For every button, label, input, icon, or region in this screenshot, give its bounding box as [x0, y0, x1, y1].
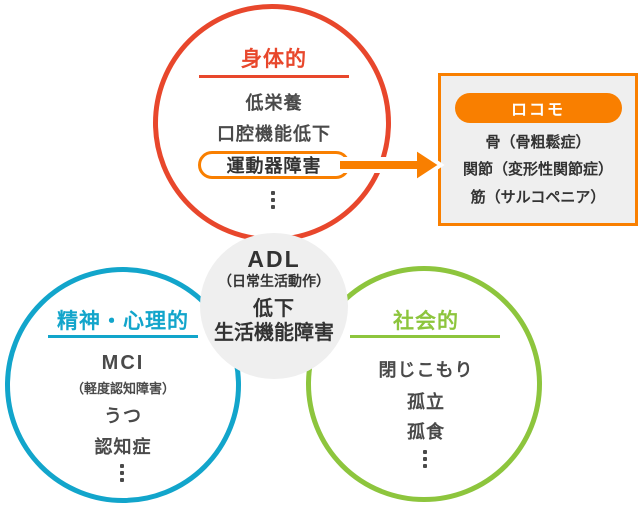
mental-item: 認知症 [94, 437, 152, 457]
locomo-item: 骨（骨粗鬆症） [485, 134, 591, 151]
locomo-badge-label: ロコモ [510, 102, 565, 119]
adl-label: ADL [247, 246, 301, 272]
physical-item: 口腔機能低下 [217, 124, 331, 144]
ellipsis-dots [423, 448, 427, 469]
social-title: 社会的 [393, 310, 459, 333]
social-title-underline [350, 335, 500, 338]
adl-center-circle: ADL （日常生活動作） 低下 生活機能障害 [200, 233, 348, 379]
locomo-badge: ロコモ [454, 93, 622, 123]
arrow-right-icon [336, 144, 445, 186]
mental-title: 精神・心理的 [57, 310, 189, 333]
mental-item: （軽度認知障害） [70, 381, 175, 396]
mental-item: うつ [104, 406, 142, 426]
social-circle [306, 266, 542, 502]
locomotor-disorder-pill: 運動器障害 [198, 151, 350, 179]
physical-item: 低栄養 [245, 93, 303, 113]
physical-title: 身体的 [241, 48, 307, 71]
ellipsis-dots [120, 462, 124, 483]
mental-item: MCI [101, 352, 145, 374]
mental-circle [5, 267, 241, 503]
functional-disorder-label: 生活機能障害 [214, 322, 334, 344]
locomo-panel: ロコモ 骨（骨粗鬆症） 関節（変形性関節症） 筋（サルコペニア） [438, 73, 638, 226]
social-item: 孤立 [407, 392, 445, 412]
locomotor-disorder-label: 運動器障害 [226, 156, 322, 176]
physical-title-underline [199, 75, 349, 78]
locomo-item: 関節（変形性関節症） [462, 161, 613, 178]
adl-sub-label: （日常生活動作） [218, 273, 330, 289]
decline-label: 低下 [253, 298, 295, 320]
social-item: 閉じこもり [378, 360, 474, 380]
locomo-item: 筋（サルコペニア） [470, 189, 606, 206]
social-item: 孤食 [407, 422, 445, 442]
ellipsis-dots [271, 189, 275, 210]
mental-title-underline [48, 335, 198, 338]
